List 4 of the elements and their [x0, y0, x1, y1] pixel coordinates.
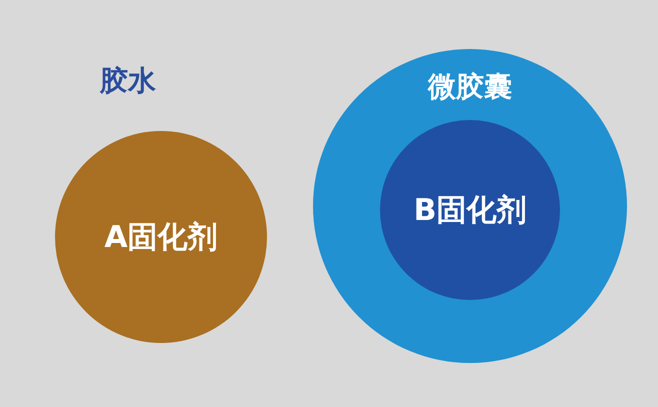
circle-label: B固化剂 — [414, 192, 526, 230]
heading: 胶水 — [100, 63, 156, 99]
circle-heading: 微胶囊 — [428, 69, 512, 105]
circle-label: A固化剂 — [104, 218, 218, 256]
